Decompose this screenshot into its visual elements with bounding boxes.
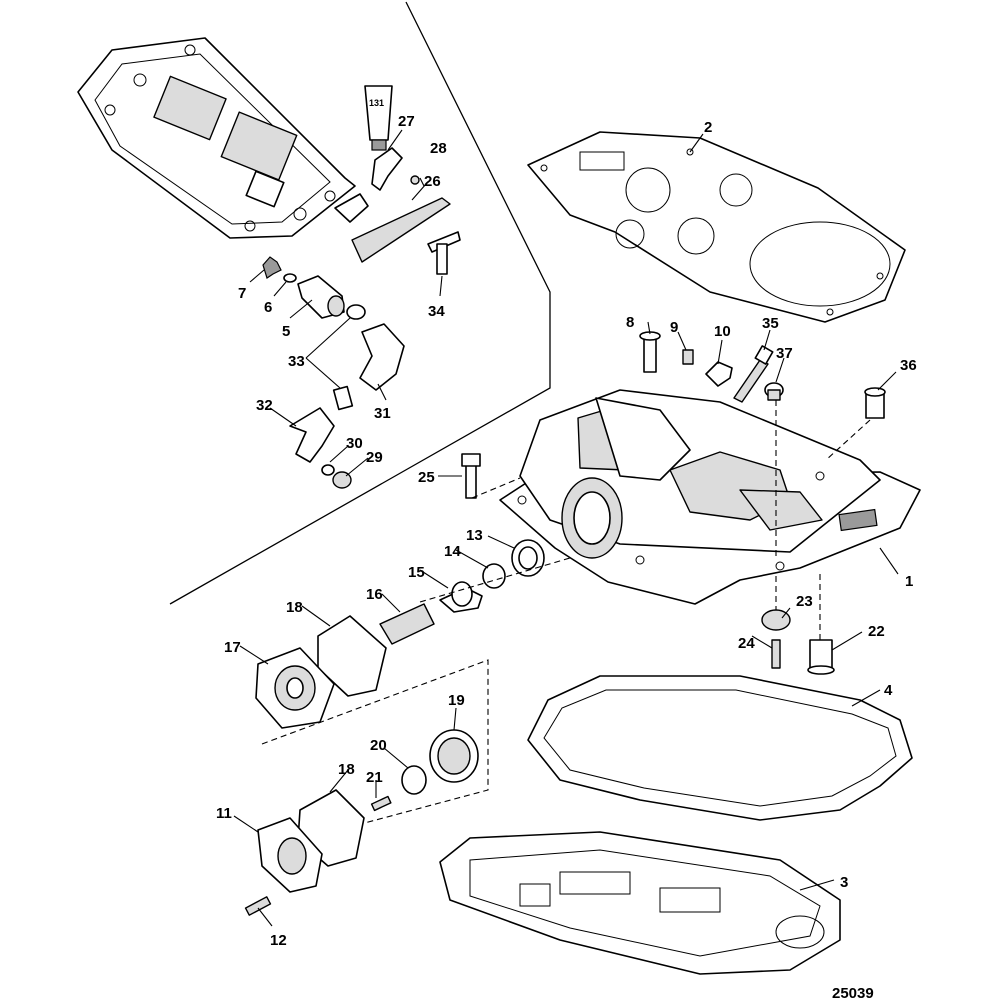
callout-22: 22 bbox=[868, 623, 885, 640]
fitting-5 bbox=[297, 275, 345, 319]
clip-27 bbox=[371, 147, 403, 191]
callout-30: 30 bbox=[346, 435, 363, 452]
leader-lines bbox=[233, 129, 899, 927]
callout-labels: 1 2 3 4 5 6 7 8 9 10 11 12 13 14 15 16 1… bbox=[216, 113, 917, 949]
callout-31: 31 bbox=[374, 405, 391, 422]
callout-28: 28 bbox=[430, 140, 447, 157]
inset-adaptor-plate bbox=[77, 37, 356, 239]
callout-6: 6 bbox=[264, 299, 272, 316]
callout-35: 35 bbox=[762, 315, 779, 332]
callout-13: 13 bbox=[466, 527, 483, 544]
tube-sealant-131: 131 bbox=[364, 85, 393, 151]
callout-8: 8 bbox=[626, 314, 634, 331]
callout-34: 34 bbox=[428, 303, 445, 320]
sleeve-22 bbox=[807, 639, 835, 675]
cover-26 bbox=[334, 193, 451, 263]
cover-11 bbox=[257, 817, 323, 893]
screw-21 bbox=[370, 795, 392, 812]
hose-31 bbox=[359, 323, 405, 391]
callout-18b: 18 bbox=[338, 761, 355, 778]
callout-4: 4 bbox=[884, 682, 893, 699]
seal-13 bbox=[511, 539, 545, 577]
elbow-32 bbox=[289, 407, 335, 463]
washer-20 bbox=[401, 765, 427, 795]
poppet-valve-15 bbox=[439, 581, 483, 613]
screw-28 bbox=[410, 175, 420, 185]
dowel-9 bbox=[682, 349, 694, 365]
fitting-10 bbox=[705, 361, 733, 387]
callout-33: 33 bbox=[288, 353, 305, 370]
gasket-3 bbox=[439, 831, 841, 975]
callout-3: 3 bbox=[840, 874, 848, 891]
figure-number: 25039 bbox=[832, 985, 874, 1000]
callout-37: 37 bbox=[776, 345, 793, 362]
callout-26: 26 bbox=[424, 173, 441, 190]
callout-27: 27 bbox=[398, 113, 415, 130]
callout-18a: 18 bbox=[286, 599, 303, 616]
cover-17 bbox=[255, 647, 335, 729]
gasket-2 bbox=[527, 131, 906, 323]
callout-5: 5 bbox=[282, 323, 290, 340]
callout-7: 7 bbox=[238, 285, 246, 302]
callout-15: 15 bbox=[408, 564, 425, 581]
callout-24: 24 bbox=[738, 635, 755, 652]
screw-24 bbox=[771, 639, 781, 669]
grommet-34 bbox=[427, 231, 461, 275]
gasket-4 bbox=[527, 675, 913, 821]
o-ring-6 bbox=[283, 273, 297, 283]
clamp-33 bbox=[332, 304, 366, 411]
bolt-8 bbox=[639, 331, 661, 373]
callout-14: 14 bbox=[444, 543, 461, 560]
callout-2: 2 bbox=[704, 119, 712, 136]
o-ring-30 bbox=[321, 464, 335, 476]
spring-clip-7 bbox=[262, 256, 282, 279]
callout-16: 16 bbox=[366, 586, 383, 603]
callout-20: 20 bbox=[370, 737, 387, 754]
callout-19: 19 bbox=[448, 692, 465, 709]
inset-frame bbox=[169, 1, 551, 605]
callout-21: 21 bbox=[366, 769, 383, 786]
callout-9: 9 bbox=[670, 319, 678, 336]
spring-16 bbox=[379, 603, 435, 645]
callout-23: 23 bbox=[796, 593, 813, 610]
callout-17: 17 bbox=[224, 639, 241, 656]
bolt-25 bbox=[461, 453, 481, 499]
adaptor-plate-1 bbox=[499, 389, 921, 605]
callout-36: 36 bbox=[900, 357, 917, 374]
sleeve-36 bbox=[864, 387, 886, 419]
stud-35 bbox=[733, 345, 774, 403]
callout-10: 10 bbox=[714, 323, 731, 340]
callout-1: 1 bbox=[905, 573, 913, 590]
kit-dashed-outline bbox=[261, 659, 489, 837]
callout-11: 11 bbox=[216, 805, 232, 822]
callout-12: 12 bbox=[270, 932, 287, 949]
alignment-lines bbox=[419, 400, 871, 640]
callout-32: 32 bbox=[256, 397, 273, 414]
tube-label: 131 bbox=[369, 98, 384, 108]
screw-12 bbox=[244, 896, 272, 916]
callout-29: 29 bbox=[366, 449, 383, 466]
grommet-37 bbox=[764, 382, 784, 401]
diaphragm-19 bbox=[429, 729, 479, 783]
callout-25: 25 bbox=[418, 469, 435, 486]
